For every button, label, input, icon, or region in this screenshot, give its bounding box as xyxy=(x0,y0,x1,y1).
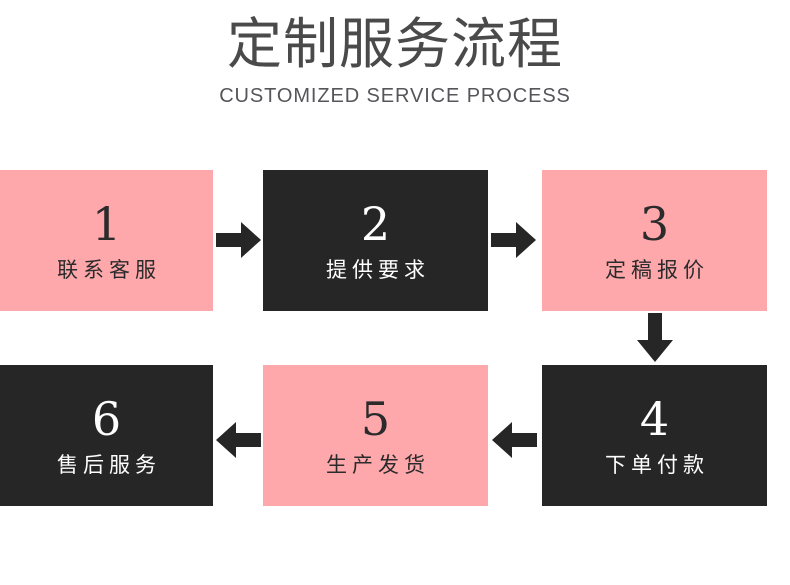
process-step-6[interactable]: 6 售后服务 xyxy=(0,365,213,506)
process-step-2[interactable]: 2 提供要求 xyxy=(263,170,488,311)
step-label: 定稿报价 xyxy=(605,257,709,282)
process-step-3[interactable]: 3 定稿报价 xyxy=(542,170,767,311)
process-step-5[interactable]: 5 生产发货 xyxy=(263,365,488,506)
arrow-right-icon xyxy=(216,221,261,259)
step-number: 5 xyxy=(360,391,391,446)
process-step-1[interactable]: 1 联系客服 xyxy=(0,170,213,311)
step-label: 生产发货 xyxy=(326,452,430,477)
step-number: 1 xyxy=(91,196,122,251)
step-number: 3 xyxy=(639,196,670,251)
step-number: 6 xyxy=(91,391,122,446)
step-label: 售后服务 xyxy=(57,452,161,477)
arrow-left-icon xyxy=(492,421,537,459)
arrow-down-icon xyxy=(636,313,674,362)
process-step-4[interactable]: 4 下单付款 xyxy=(542,365,767,506)
step-number: 4 xyxy=(639,391,670,446)
step-label: 联系客服 xyxy=(57,257,161,282)
step-label: 提供要求 xyxy=(326,257,430,282)
page-header: 定制服务流程 CUSTOMIZED SERVICE PROCESS xyxy=(0,0,790,107)
page-subtitle: CUSTOMIZED SERVICE PROCESS xyxy=(219,84,571,107)
arrow-right-icon xyxy=(491,221,536,259)
step-label: 下单付款 xyxy=(605,452,709,477)
step-number: 2 xyxy=(360,196,391,251)
arrow-left-icon xyxy=(216,421,261,459)
page-title: 定制服务流程 xyxy=(226,12,563,76)
